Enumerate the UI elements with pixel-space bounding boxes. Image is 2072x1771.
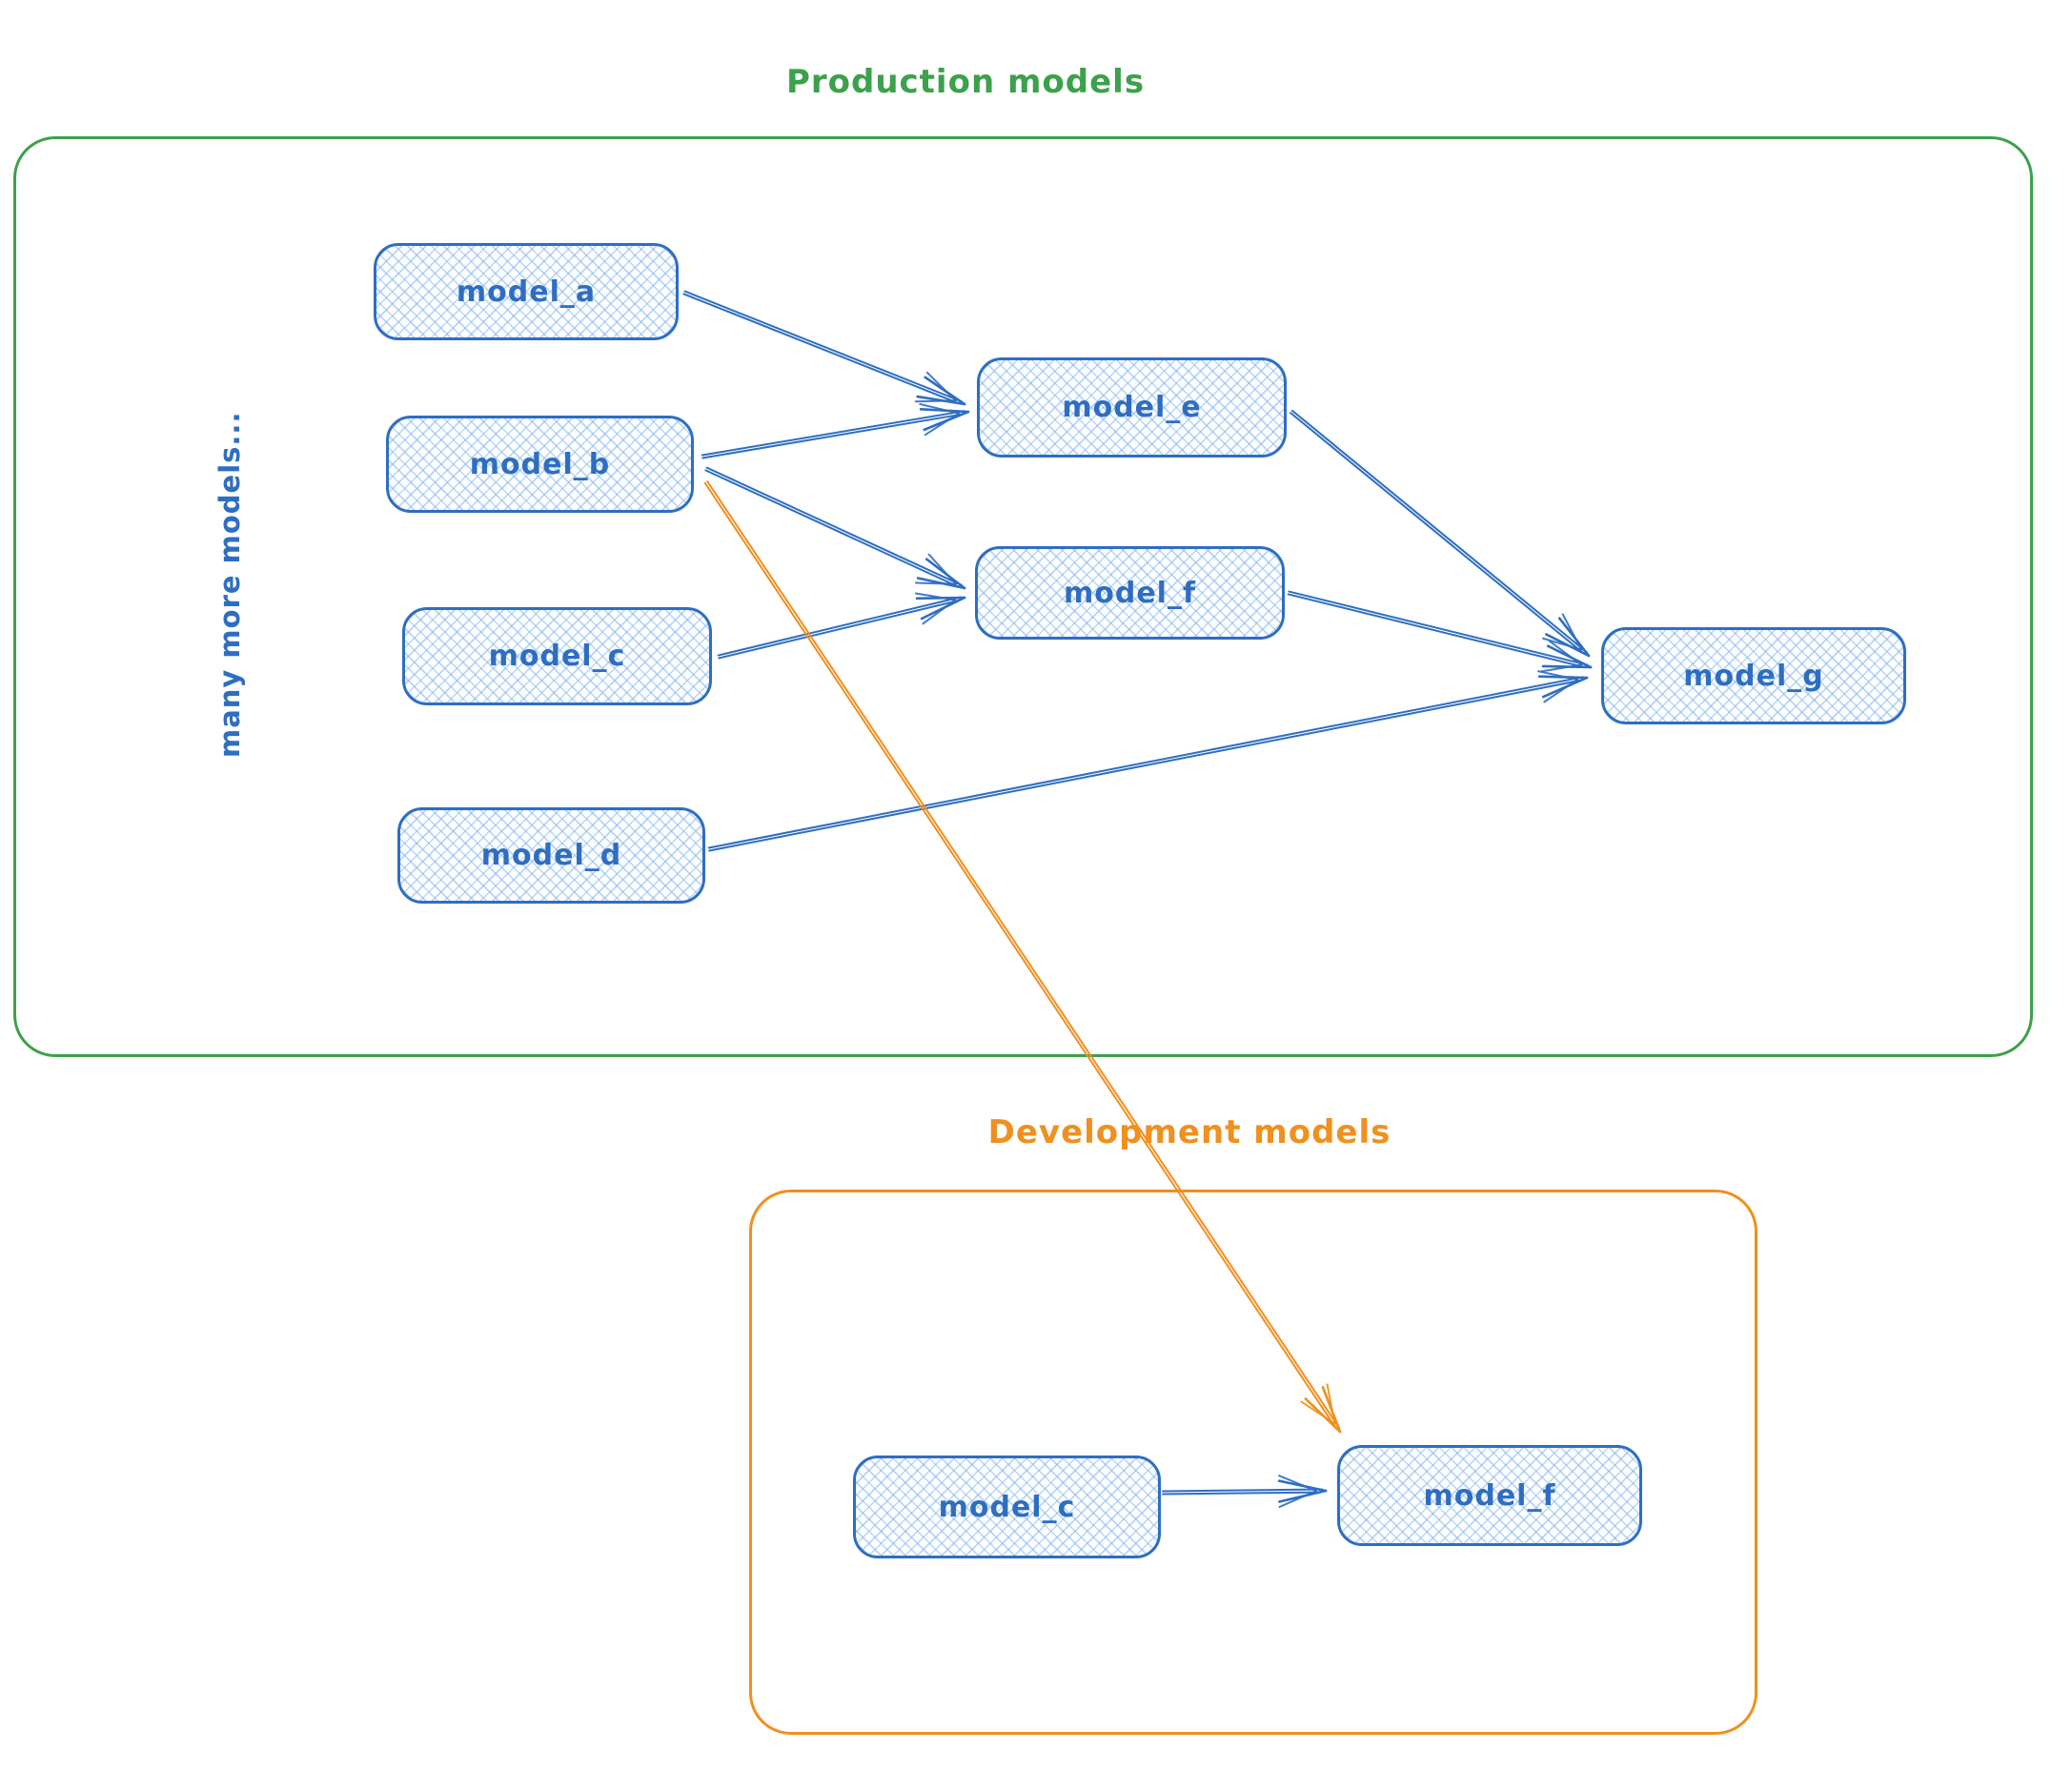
node-dev-model-c-label: model_c xyxy=(938,1490,1076,1524)
node-dev-model-f-label: model_f xyxy=(1423,1478,1556,1513)
node-model-c-label: model_c xyxy=(488,640,626,673)
node-model-a-label: model_a xyxy=(456,275,597,309)
node-model-d-label: model_d xyxy=(480,839,622,872)
node-model-f[interactable]: model_f xyxy=(975,546,1285,640)
node-dev-model-c[interactable]: model_c xyxy=(853,1455,1161,1558)
node-model-e[interactable]: model_e xyxy=(977,357,1287,458)
node-model-d[interactable]: model_d xyxy=(397,807,705,904)
node-model-e-label: model_e xyxy=(1062,391,1202,424)
development-group-title: Development models xyxy=(987,1113,1391,1151)
node-model-f-label: model_f xyxy=(1063,576,1197,610)
many-more-models-note: many more models... xyxy=(213,411,246,758)
node-dev-model-f[interactable]: model_f xyxy=(1337,1445,1642,1546)
node-model-g-label: model_g xyxy=(1683,659,1824,693)
node-model-a[interactable]: model_a xyxy=(374,243,679,340)
node-model-c[interactable]: model_c xyxy=(402,607,712,705)
node-model-g[interactable]: model_g xyxy=(1601,627,1906,724)
production-group-title: Production models xyxy=(785,63,1146,101)
node-model-b-label: model_b xyxy=(469,447,611,481)
node-model-b[interactable]: model_b xyxy=(386,416,694,513)
